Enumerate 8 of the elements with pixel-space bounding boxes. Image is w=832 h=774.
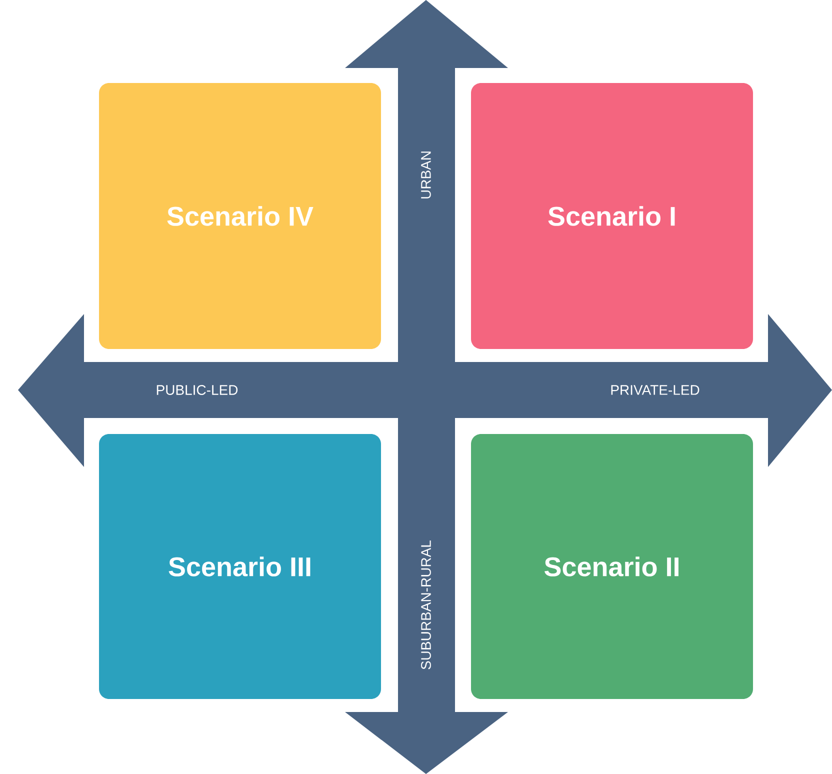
scenario-box: Scenario III [99, 434, 381, 699]
axis-label: SUBURBAN-RURAL [421, 540, 431, 670]
scenario-box: Scenario IV [99, 83, 381, 349]
scenario-box: Scenario II [471, 434, 753, 699]
scenario-box: Scenario I [471, 83, 753, 349]
axis-label: PUBLIC-LED [156, 385, 238, 395]
axis-label: URBAN [421, 152, 431, 198]
axis-label: PRIVATE-LED [611, 385, 700, 395]
